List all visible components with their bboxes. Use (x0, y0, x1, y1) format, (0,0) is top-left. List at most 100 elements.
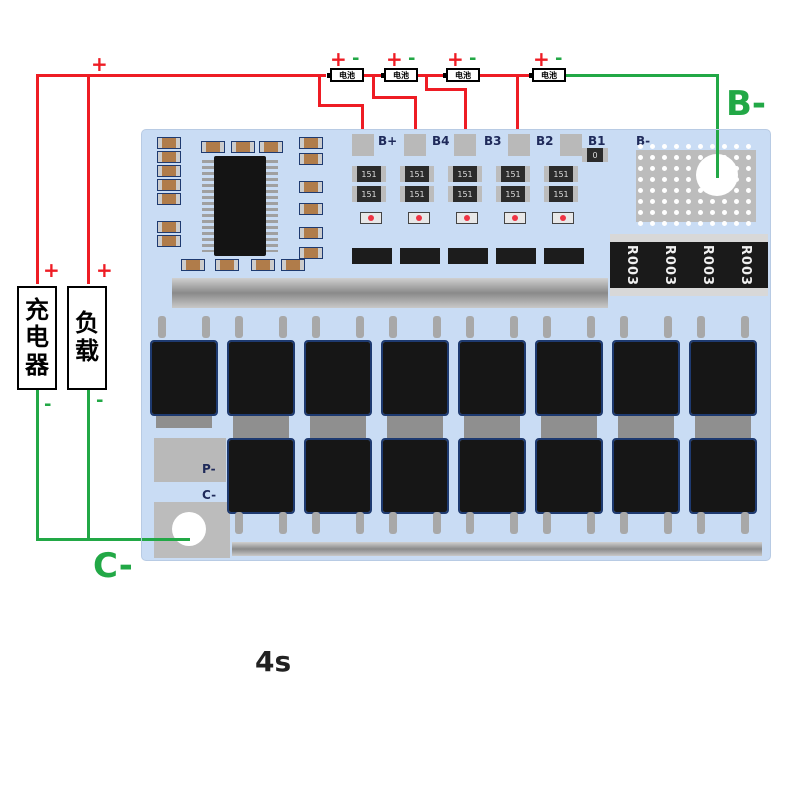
mosfet (304, 340, 372, 416)
mosfet-tab (541, 416, 597, 428)
mosfet (689, 438, 757, 514)
tap-wire-b-plus-h (318, 104, 364, 107)
cell-4-plus: + (533, 47, 550, 71)
via (710, 177, 715, 182)
via (746, 155, 751, 160)
battery-cell-3: 电池 (443, 68, 480, 82)
via (686, 210, 691, 215)
mosfet-leg (664, 512, 672, 534)
mosfet-leg (543, 512, 551, 534)
mosfet-tab (618, 416, 674, 428)
smd-capacitor (299, 153, 323, 165)
solder-strip-top (172, 278, 608, 308)
via (662, 221, 667, 226)
via (662, 188, 667, 193)
via (662, 166, 667, 171)
mosfet-leg (697, 512, 705, 534)
mosfet-leg (466, 316, 474, 338)
mosfet (150, 340, 218, 416)
mosfet (612, 438, 680, 514)
mosfet (535, 340, 603, 416)
via (710, 188, 715, 193)
smd-capacitor (299, 181, 323, 193)
mosfet-leg (279, 512, 287, 534)
control-ic (214, 156, 266, 256)
via (734, 144, 739, 149)
silk-b4: B4 (432, 134, 450, 148)
battery-cell-2: 电池 (381, 68, 418, 82)
smd-capacitor (157, 179, 181, 191)
solder-strip-bottom (232, 542, 762, 556)
via (710, 155, 715, 160)
mosfet-tab (464, 416, 520, 428)
via (710, 199, 715, 204)
balance-led (504, 212, 526, 224)
balance-resistor: 151 (352, 166, 386, 182)
shunt-resistor: R003 (686, 234, 730, 296)
via (746, 188, 751, 193)
via (746, 199, 751, 204)
via (722, 210, 727, 215)
mosfet-leg (433, 512, 441, 534)
silk-b-plus: B+ (378, 134, 398, 148)
mosfet-leg (235, 512, 243, 534)
mosfet-tab (387, 416, 443, 428)
silk-b1: B1 (588, 134, 606, 148)
smd-capacitor (181, 259, 205, 271)
battery-cell-4: 电池 (529, 68, 566, 82)
smd-capacitor (157, 235, 181, 247)
cell-4-minus: - (555, 48, 563, 69)
via (746, 166, 751, 171)
via (638, 144, 643, 149)
smd-capacitor (157, 137, 181, 149)
mosfet-leg (356, 316, 364, 338)
charger-char-2: 电 (25, 323, 49, 352)
via (650, 166, 655, 171)
smd-capacitor (201, 141, 225, 153)
top-positive-sign: + (91, 52, 108, 76)
via (710, 144, 715, 149)
mosfet (458, 438, 526, 514)
via (698, 177, 703, 182)
mosfet (458, 340, 526, 416)
load-char-2: 载 (75, 337, 99, 365)
via (710, 166, 715, 171)
balance-resistor: 151 (448, 186, 482, 202)
tap-wire-b-plus-v (361, 104, 364, 138)
mosfet-tab (695, 428, 751, 440)
mosfet-leg (356, 512, 364, 534)
via (698, 144, 703, 149)
via (734, 166, 739, 171)
balance-pad-b1 (560, 134, 582, 156)
via (746, 144, 751, 149)
balance-led (552, 212, 574, 224)
cell-2-plus: + (386, 47, 403, 71)
mosfet-leg (741, 316, 749, 338)
positive-bus-top-mid2 (418, 74, 444, 77)
mosfet-leg (312, 316, 320, 338)
mosfet-tab (233, 416, 289, 428)
tap-wire-b2 (516, 74, 519, 138)
battery-cell-1: 电池 (327, 68, 364, 82)
via (662, 155, 667, 160)
tap-wire-b3-h (425, 88, 467, 91)
smd-capacitor (281, 259, 305, 271)
positive-bus-top (36, 74, 326, 77)
mosfet (535, 438, 603, 514)
via (674, 144, 679, 149)
balance-transistor (352, 248, 392, 264)
charger-minus-sign: - (44, 394, 52, 415)
tap-wire-b3 (425, 74, 428, 90)
charger-char-3: 器 (25, 350, 49, 379)
mosfet (381, 438, 449, 514)
via (638, 166, 643, 171)
mosfet-leg (620, 316, 628, 338)
balance-resistor: 151 (496, 186, 530, 202)
via (734, 155, 739, 160)
via (734, 177, 739, 182)
balance-led (360, 212, 382, 224)
via (674, 177, 679, 182)
via (674, 155, 679, 160)
mosfet-tab (156, 416, 212, 428)
via (686, 188, 691, 193)
